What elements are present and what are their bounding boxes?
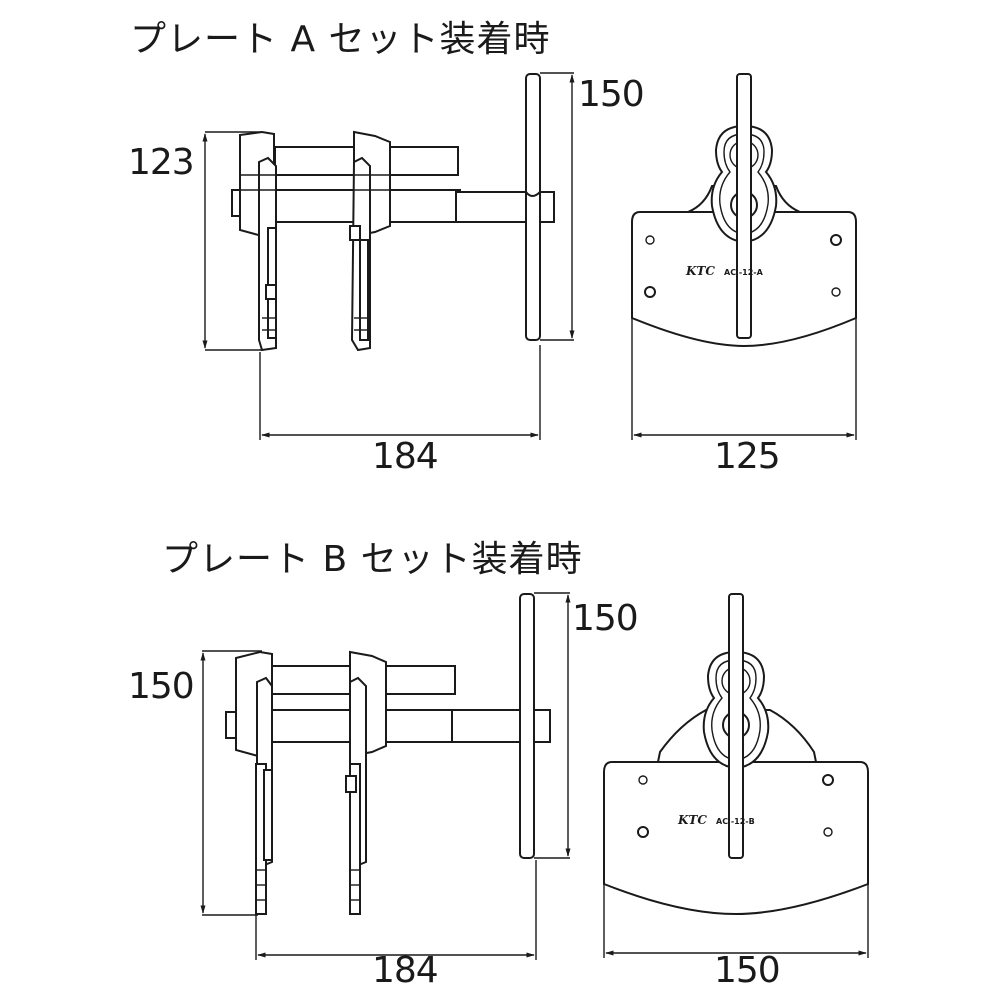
dim-b-plate-width: 150 — [714, 950, 781, 991]
dim-b-handle-height: 150 — [572, 598, 639, 639]
section-b-front-view: KTC AC -12-B — [603, 593, 869, 958]
section-a-front-view: KTC AC -12-A — [631, 73, 857, 440]
plate-a-brand: KTC — [685, 264, 715, 278]
plate-a-model: AC -12-A — [724, 268, 764, 277]
plate-b-model: AC -12-B — [716, 817, 755, 826]
dim-a-handle-height: 150 — [578, 74, 645, 115]
dim-b-height: 150 — [128, 666, 195, 707]
section-a-title: プレート A セット装着時 — [130, 19, 551, 60]
dim-a-plate-width: 125 — [714, 436, 781, 477]
section-b-side-view — [200, 592, 571, 960]
section-b-title: プレート B セット装着時 — [162, 539, 583, 580]
dim-a-height: 123 — [128, 142, 195, 183]
dim-a-length: 184 — [372, 436, 439, 477]
plate-b-brand: KTC — [677, 813, 707, 827]
section-a-side-view — [202, 72, 575, 440]
